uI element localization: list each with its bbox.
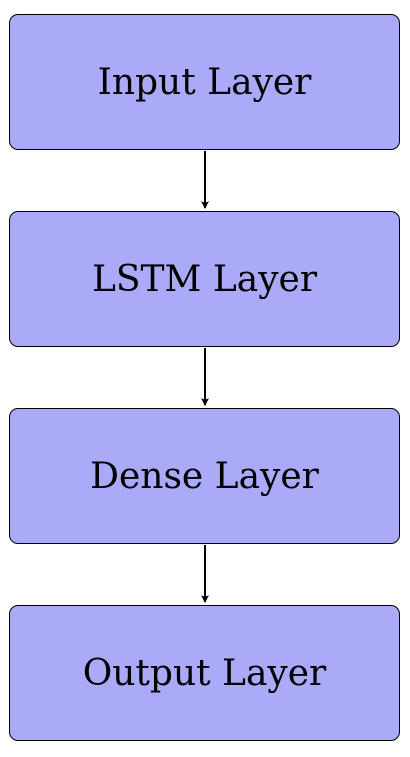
lstm-layer-node: LSTM Layer — [9, 211, 400, 347]
input-layer-node: Input Layer — [9, 14, 400, 150]
output-layer-label: Output Layer — [82, 652, 327, 694]
dense-layer-node: Dense Layer — [9, 408, 400, 544]
input-layer-label: Input Layer — [97, 61, 312, 103]
output-layer-node: Output Layer — [9, 605, 400, 741]
dense-layer-label: Dense Layer — [90, 455, 319, 497]
lstm-layer-label: LSTM Layer — [91, 258, 318, 300]
